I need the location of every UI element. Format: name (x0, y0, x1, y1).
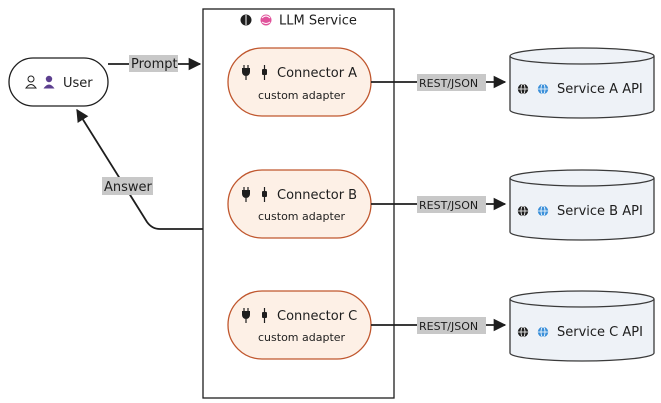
globe-dark-icon (517, 326, 529, 338)
connector-a-sub: custom adapter (258, 89, 346, 102)
connector-c-sub: custom adapter (258, 331, 346, 344)
service-c-db[interactable]: Service C API (509, 290, 655, 362)
user-label: User (63, 76, 93, 91)
connector-c-node[interactable]: Connector C custom adapter (227, 290, 372, 360)
connector-c-link: REST/JSON (371, 317, 507, 334)
globe-blue-icon (537, 326, 549, 338)
connector-b-link-label: REST/JSON (419, 199, 478, 212)
connector-c-link-label: REST/JSON (419, 320, 478, 333)
globe-blue-icon (537, 83, 549, 95)
brain-icon (240, 14, 252, 26)
prompt-label: Prompt (131, 57, 178, 72)
llm-service-title: LLM Service (240, 14, 357, 29)
pink-brain-icon (260, 14, 272, 26)
plug-icon (242, 308, 250, 323)
answer-edge: Answer (76, 108, 203, 230)
connector-c-label: Connector C (277, 309, 357, 324)
answer-label: Answer (104, 180, 153, 195)
connector-b-link: REST/JSON (371, 196, 507, 213)
prompt-edge: Prompt (108, 55, 202, 72)
plug-alt-icon (262, 65, 267, 80)
plug-alt-icon (262, 187, 267, 202)
connector-a-link-label: REST/JSON (419, 77, 478, 90)
connector-a-label: Connector A (277, 66, 357, 81)
person-outline-icon (25, 75, 37, 89)
globe-dark-icon (517, 83, 529, 95)
llm-service-title-text: LLM Service (279, 14, 357, 29)
plug-alt-icon (262, 308, 267, 323)
service-a-db[interactable]: Service A API (509, 47, 655, 119)
globe-dark-icon (517, 205, 529, 217)
globe-blue-icon (537, 205, 549, 217)
plug-icon (242, 187, 250, 202)
user-node[interactable]: User (8, 57, 109, 107)
connector-b-node[interactable]: Connector B custom adapter (227, 169, 372, 239)
service-a-label: Service A API (557, 82, 643, 97)
connector-a-node[interactable]: Connector A custom adapter (227, 47, 372, 117)
service-b-label: Service B API (557, 204, 643, 219)
person-filled-icon (43, 75, 55, 89)
service-c-label: Service C API (557, 325, 643, 340)
connector-b-label: Connector B (277, 188, 357, 203)
connector-a-link: REST/JSON (371, 74, 507, 91)
service-b-db[interactable]: Service B API (509, 169, 655, 241)
plug-icon (242, 65, 250, 80)
connector-b-sub: custom adapter (258, 210, 346, 223)
